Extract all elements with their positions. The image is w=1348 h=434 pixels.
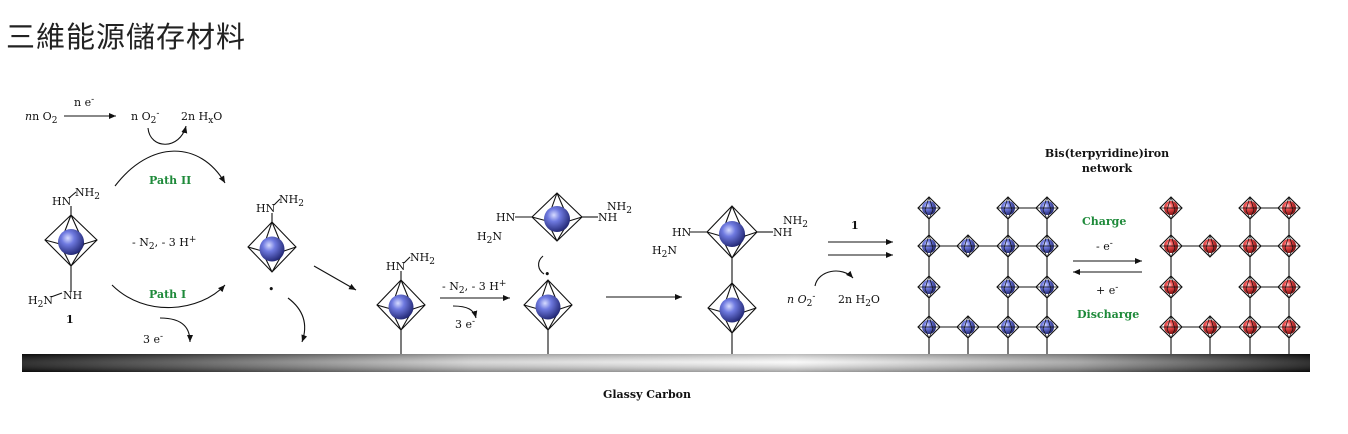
network-blue (917, 196, 1059, 354)
iron-node (917, 315, 941, 339)
arrow-o2-loop (147, 125, 188, 145)
iron-node (996, 234, 1020, 258)
iron-sphere (719, 297, 745, 323)
iron-node (1238, 234, 1262, 258)
iron-node (1238, 196, 1262, 220)
iron-node (956, 234, 980, 258)
water-top-label: 2n HxO (181, 110, 222, 126)
arrow-coupling (538, 255, 545, 275)
network-title-line2: network (1082, 162, 1133, 175)
iron-node (917, 196, 941, 220)
hn-label: HN (256, 202, 276, 215)
network-red (1159, 196, 1301, 354)
nh2-label: NH2 (410, 251, 435, 267)
iron-node (996, 275, 1020, 299)
iron-node (1159, 275, 1183, 299)
compound-1: HN NH2 H2N NH 1 (28, 186, 100, 326)
iron-node (1159, 196, 1183, 220)
iron-node (917, 275, 941, 299)
iron-node (1198, 234, 1222, 258)
iron-node (996, 315, 1020, 339)
minus-n2-h-label-2: - N2, - 3 H+ (442, 279, 506, 296)
o2-label: nn O2 (25, 110, 57, 126)
charge-label: Charge (1082, 215, 1126, 228)
iron-node (1277, 275, 1301, 299)
page-title: 三維能源儲存材料 (6, 20, 247, 54)
plus-e-label: + e- (1096, 283, 1118, 297)
iron-node (956, 315, 980, 339)
water-bottom-label: 2n H2O (838, 293, 880, 309)
discharge-label: Discharge (1077, 308, 1139, 321)
nh2-label: NH2 (279, 193, 304, 209)
iron-node (1035, 275, 1059, 299)
arrow-o2-side (814, 270, 854, 287)
nh2-label: NH2 (607, 200, 632, 216)
hn-label: HN (672, 226, 692, 239)
path-i-label: Path I (149, 288, 186, 301)
n-e-label: n e- (74, 95, 94, 109)
three-e-label-2: 3 e- (455, 317, 475, 331)
minus-n2-h-label: - N2, - 3 H+ (132, 235, 196, 252)
iron-sphere (719, 221, 745, 247)
path-ii-label: Path II (149, 174, 191, 187)
iron-sphere (544, 206, 570, 232)
n-o2-minus-label: n O2- (787, 292, 815, 309)
iron-node (1238, 275, 1262, 299)
nh-label: NH (773, 226, 792, 239)
electrode-label: Glassy Carbon (603, 388, 691, 401)
reagent-1-label: 1 (851, 219, 859, 232)
iron-node (996, 196, 1020, 220)
arrow-3e-release-2 (452, 305, 478, 319)
arrow-path-ii (114, 150, 226, 187)
h2n-label: H2N (477, 230, 502, 246)
h2n-label: H2N (28, 294, 53, 310)
iron-sphere (58, 229, 84, 255)
incoming-molecule: HN H2N NH NH2 (477, 192, 632, 246)
iron-node (1035, 196, 1059, 220)
minus-e-label: - e- (1096, 239, 1113, 253)
arrow-3e-release (159, 317, 193, 343)
hn-label: HN (386, 260, 406, 273)
hn-label: HN (52, 195, 72, 208)
iron-node (1277, 196, 1301, 220)
iron-node (1035, 315, 1059, 339)
surface-radical-molecule (523, 279, 573, 354)
iron-node (1277, 234, 1301, 258)
radical-intermediate: HN NH2 • (247, 193, 304, 296)
arrow-radical-down (287, 297, 308, 343)
superoxide-label: n O2- (131, 109, 159, 126)
arrow-to-surface (313, 265, 357, 291)
radical-dot: • (268, 283, 275, 296)
hn-label: HN (496, 211, 516, 224)
nh2-label: NH2 (783, 214, 808, 230)
iron-node (1035, 234, 1059, 258)
radical-dot-2: • (544, 268, 551, 281)
iron-node (1159, 234, 1183, 258)
iron-node (1198, 315, 1222, 339)
compound-number: 1 (66, 313, 74, 326)
arrow-path-i (111, 284, 226, 309)
electrode-shading (22, 354, 1310, 372)
iron-node (1277, 315, 1301, 339)
nh-label: NH (598, 211, 617, 224)
network-title-line1: Bis(terpyridine)iron (1045, 147, 1169, 160)
iron-node (917, 234, 941, 258)
surface-molecule-1: HN NH2 (376, 251, 435, 354)
iron-sphere (259, 236, 285, 262)
three-e-label-left: 3 e- (143, 332, 163, 346)
iron-node (1238, 315, 1262, 339)
nh-label: NH (63, 289, 82, 302)
iron-sphere (388, 294, 414, 320)
surface-dimer: HN H2N NH NH2 (652, 205, 808, 354)
iron-sphere (535, 294, 561, 320)
h2n-label: H2N (652, 244, 677, 260)
nh2-label: NH2 (75, 186, 100, 202)
iron-node (1159, 315, 1183, 339)
